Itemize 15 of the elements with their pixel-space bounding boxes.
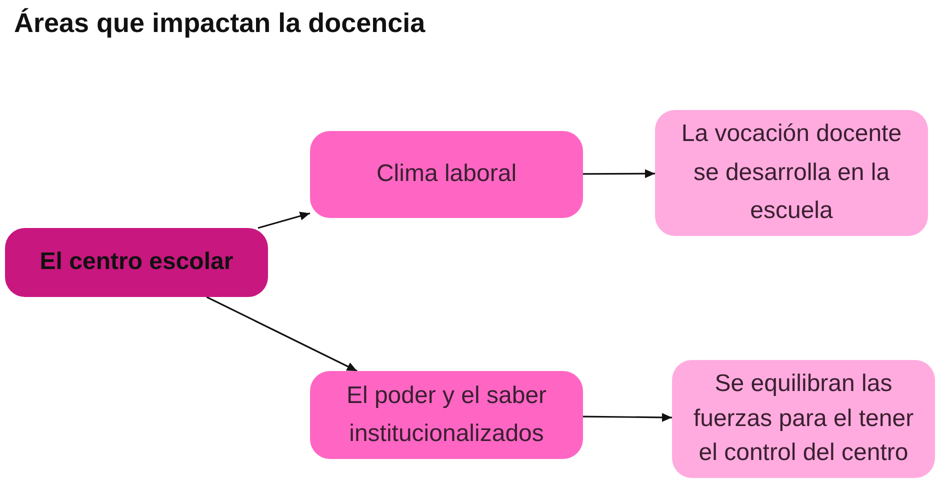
arrow: [258, 212, 310, 229]
arrow: [206, 296, 358, 372]
diagram-title: Áreas que impactan la docencia: [14, 8, 426, 39]
node-text: El centro escolar: [40, 247, 234, 278]
rounded-box: [310, 371, 583, 459]
arrow: [583, 412, 672, 422]
node-text: El poder y el saber institucionalizados: [345, 380, 548, 449]
arrow: [583, 169, 655, 178]
node-text: Se equilibran las fuerzas para el tener el control del centro: [692, 368, 915, 468]
rounded-box: [655, 110, 928, 236]
rounded-box: [310, 131, 583, 218]
node-text: Clima laboral: [376, 159, 517, 190]
node-text: La vocación docente se desarrolla en la escuela: [681, 119, 902, 226]
rounded-box: [672, 360, 935, 478]
rounded-box: [5, 228, 268, 297]
